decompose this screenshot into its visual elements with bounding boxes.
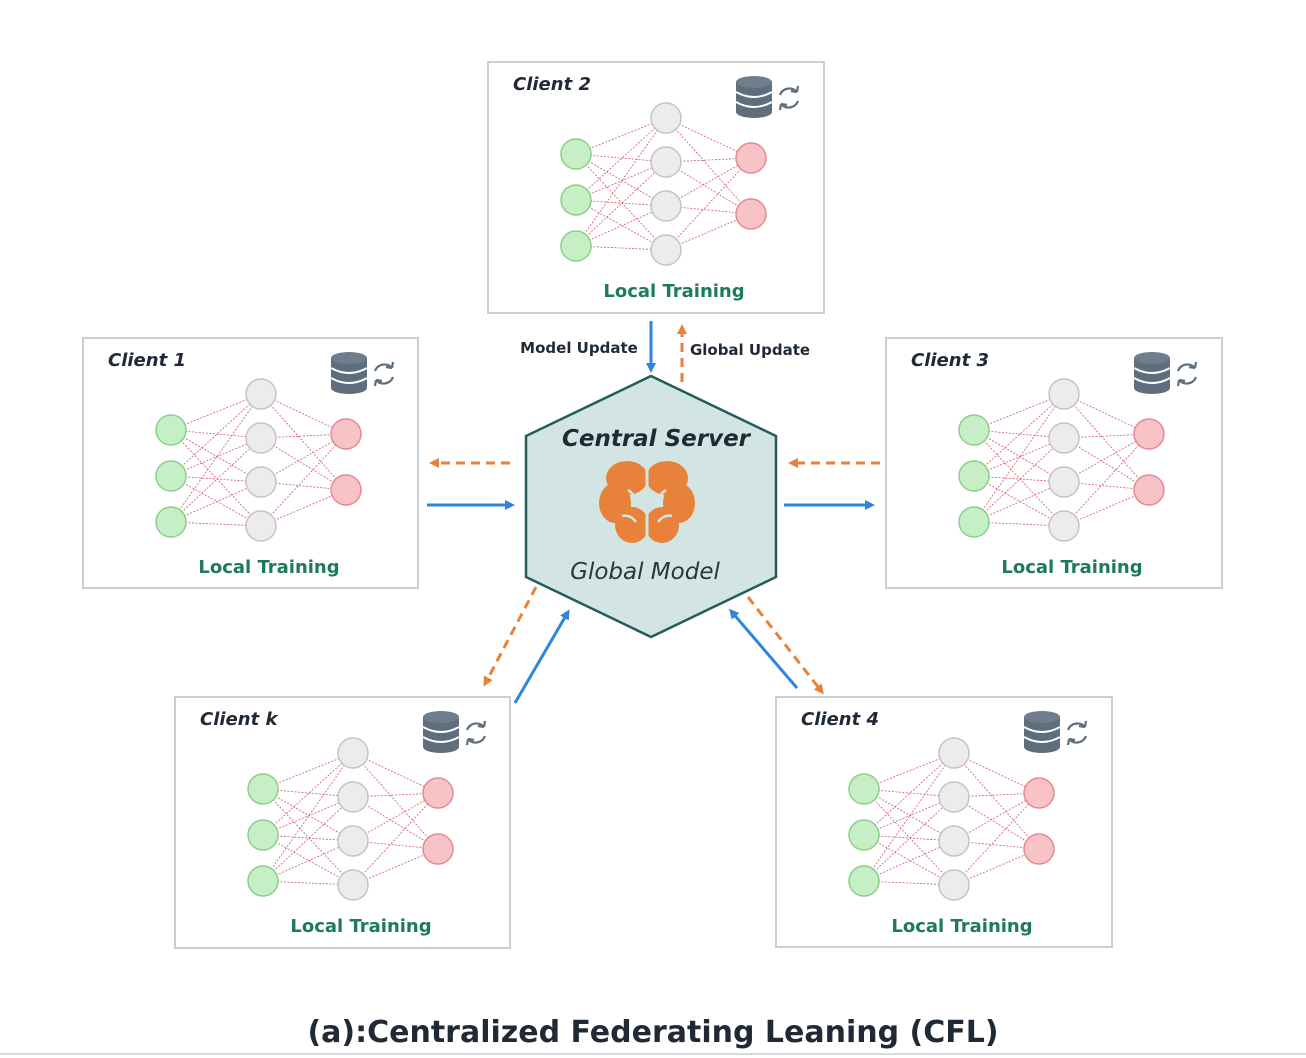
global-update-arrow-client-k xyxy=(483,586,538,687)
output-neuron xyxy=(422,777,454,809)
client-3-panel: Client 3 Local Training xyxy=(885,337,1223,589)
local-training-label: Local Training xyxy=(891,916,1032,937)
local-training-label: Local Training xyxy=(1001,557,1142,578)
input-neuron xyxy=(247,819,279,851)
hidden-neuron xyxy=(245,422,277,454)
model-update-arrow-client-4 xyxy=(729,608,799,689)
client-2-panel: Client 2 Local Training xyxy=(487,61,825,314)
hidden-neuron xyxy=(938,737,970,769)
input-neuron xyxy=(560,138,592,170)
output-neuron xyxy=(1023,777,1055,809)
input-neuron xyxy=(958,506,990,538)
hidden-neuron xyxy=(938,825,970,857)
central-server: Central Server Global Model xyxy=(524,374,778,639)
sync-icon xyxy=(1176,361,1198,387)
global-update-label: Global Update xyxy=(690,341,810,359)
sync-icon xyxy=(1066,720,1088,746)
hidden-neuron xyxy=(1048,510,1080,542)
client-1-panel: Client 1 Local Training xyxy=(82,337,419,589)
server-subtitle: Global Model xyxy=(570,559,720,585)
hidden-neuron xyxy=(1048,422,1080,454)
hidden-neuron xyxy=(337,869,369,901)
model-update-label: Model Update xyxy=(520,339,638,357)
output-neuron xyxy=(1133,418,1165,450)
server-title: Central Server xyxy=(562,426,752,452)
input-neuron xyxy=(848,773,880,805)
client-box xyxy=(775,696,1113,948)
hidden-neuron xyxy=(245,466,277,498)
client-k-panel: Client k Local Training xyxy=(174,696,511,949)
input-neuron xyxy=(155,414,187,446)
input-neuron xyxy=(155,460,187,492)
output-neuron xyxy=(735,198,767,230)
hidden-neuron xyxy=(650,234,682,266)
hidden-neuron xyxy=(337,737,369,769)
model-update-arrow-client-k xyxy=(513,609,570,704)
figure-caption: (a):Centralized Federating Leaning (CFL) xyxy=(307,1015,998,1050)
input-neuron xyxy=(848,819,880,851)
hidden-neuron xyxy=(245,378,277,410)
client-title: Client 3 xyxy=(911,350,989,371)
client-box xyxy=(174,696,511,949)
sync-icon xyxy=(465,720,487,746)
hidden-neuron xyxy=(938,781,970,813)
hidden-neuron xyxy=(650,102,682,134)
client-box xyxy=(487,61,825,314)
server-hexagon xyxy=(524,374,778,639)
output-neuron xyxy=(422,833,454,865)
local-training-label: Local Training xyxy=(603,281,744,302)
hidden-neuron xyxy=(1048,466,1080,498)
hidden-neuron xyxy=(337,781,369,813)
sync-icon xyxy=(778,85,800,111)
output-neuron xyxy=(735,142,767,174)
brain-icon xyxy=(599,461,695,543)
global-update-arrow-client-4 xyxy=(746,596,824,695)
database-icon xyxy=(1023,711,1061,753)
hidden-neuron xyxy=(245,510,277,542)
output-neuron xyxy=(330,474,362,506)
local-training-label: Local Training xyxy=(290,916,431,937)
client-4-panel: Client 4 Local Training xyxy=(775,696,1113,948)
hidden-neuron xyxy=(337,825,369,857)
output-neuron xyxy=(1023,833,1055,865)
client-box xyxy=(82,337,419,589)
input-neuron xyxy=(560,184,592,216)
hidden-neuron xyxy=(1048,378,1080,410)
input-neuron xyxy=(155,506,187,538)
input-neuron xyxy=(247,865,279,897)
database-icon xyxy=(735,76,773,118)
client-title: Client k xyxy=(200,709,278,730)
database-icon xyxy=(1133,352,1171,394)
database-icon xyxy=(330,352,368,394)
output-neuron xyxy=(1133,474,1165,506)
hidden-neuron xyxy=(938,869,970,901)
local-training-label: Local Training xyxy=(198,557,339,578)
input-neuron xyxy=(848,865,880,897)
input-neuron xyxy=(958,414,990,446)
hidden-neuron xyxy=(650,190,682,222)
input-neuron xyxy=(247,773,279,805)
input-neuron xyxy=(560,230,592,262)
database-icon xyxy=(422,711,460,753)
input-neuron xyxy=(958,460,990,492)
bottom-divider xyxy=(0,1053,1306,1055)
hidden-neuron xyxy=(650,146,682,178)
client-title: Client 4 xyxy=(801,709,879,730)
client-title: Client 2 xyxy=(513,74,591,95)
client-box xyxy=(885,337,1223,589)
sync-icon xyxy=(373,361,395,387)
client-title: Client 1 xyxy=(108,350,186,371)
output-neuron xyxy=(330,418,362,450)
